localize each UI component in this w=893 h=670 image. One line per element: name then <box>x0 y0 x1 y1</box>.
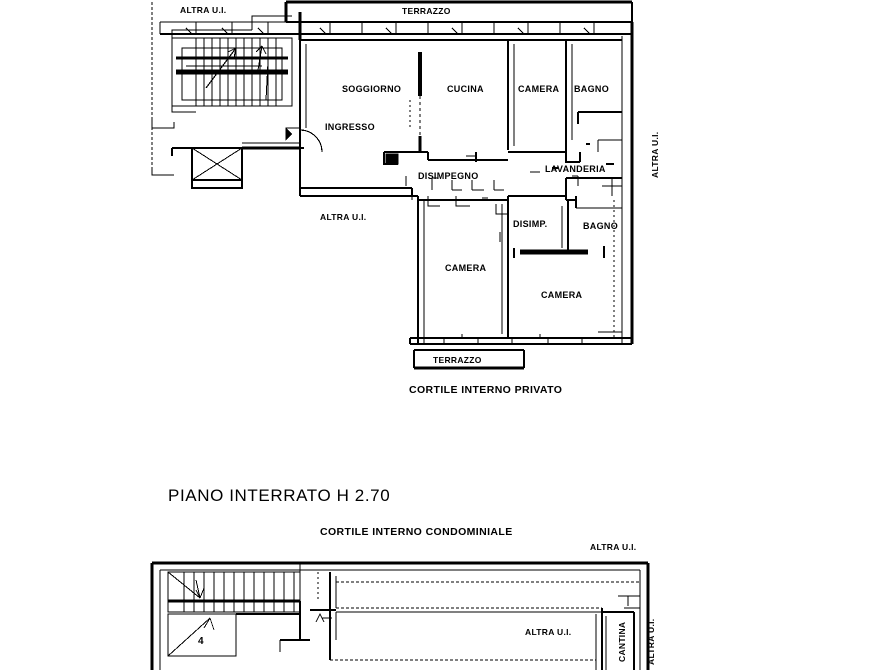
label-disimpegno: DISIMPEGNO <box>418 171 479 181</box>
lower-plan-title: PIANO INTERRATO H 2.70 <box>168 486 391 505</box>
label-bagno-bottom: BAGNO <box>583 221 618 231</box>
label-cantina: CANTINA <box>617 621 627 662</box>
label-ingresso: INGRESSO <box>325 122 375 132</box>
label-altra-ui-top-left: ALTRA U.I. <box>180 5 227 15</box>
label-terrazzo-bottom: TERRAZZO <box>433 355 482 365</box>
label-cucina: CUCINA <box>447 84 484 94</box>
label-terrazzo-top: TERRAZZO <box>402 6 451 16</box>
label-camera-top: CAMERA <box>518 84 560 94</box>
label-lavanderia: LAVANDERIA <box>545 164 606 174</box>
label-cortile-interno-privato: CORTILE INTERNO PRIVATO <box>409 384 563 396</box>
label-bagno-top: BAGNO <box>574 84 609 94</box>
label-altra-ui-center: ALTRA U.I. <box>320 212 367 222</box>
label-cortile-interno-condominiale: CORTILE INTERNO CONDOMINIALE <box>320 526 513 538</box>
label-altra-ui-right: ALTRA U.I. <box>650 131 660 178</box>
label-soggiorno: SOGGIORNO <box>342 84 402 94</box>
label-altra-ui-top-right: ALTRA U.I. <box>590 542 637 552</box>
label-disimp: DISIMP. <box>513 219 548 229</box>
label-altra-ui-interior: ALTRA U.I. <box>525 627 572 637</box>
label-stair-marker: 4 <box>198 636 204 647</box>
label-altra-ui-far-right: ALTRA U.I. <box>646 618 656 665</box>
label-camera-left: CAMERA <box>445 263 487 273</box>
label-camera-right: CAMERA <box>541 290 583 300</box>
